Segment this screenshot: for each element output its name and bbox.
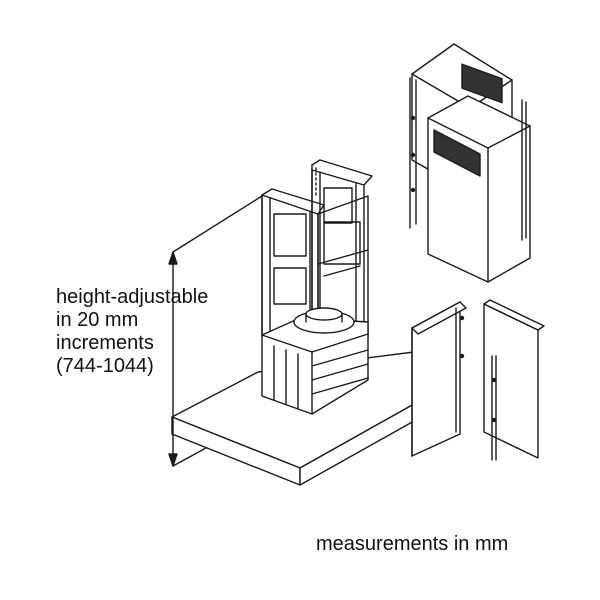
height-adjustment-label: height-adjustable in 20 mm increments (7… [56, 286, 208, 378]
lower-chimney-vent [433, 129, 481, 177]
height-label-line-4: (744-1044) [56, 355, 154, 377]
upper-chimney-bracket [409, 77, 417, 229]
chimney-cover-panel-left [411, 301, 467, 457]
units-note: measurements in mm [316, 533, 509, 555]
height-label-line-2: in 20 mm [56, 309, 139, 331]
chimney-cover-panel-right [483, 299, 545, 461]
lower-chimney-section [427, 95, 531, 283]
height-dimension-arrow [168, 195, 263, 467]
duct-outlet-ring [293, 307, 355, 334]
height-label-line-1: height-adjustable [56, 286, 209, 308]
height-label-line-3: increments [56, 332, 154, 354]
upper-chimney-vent [461, 63, 503, 104]
